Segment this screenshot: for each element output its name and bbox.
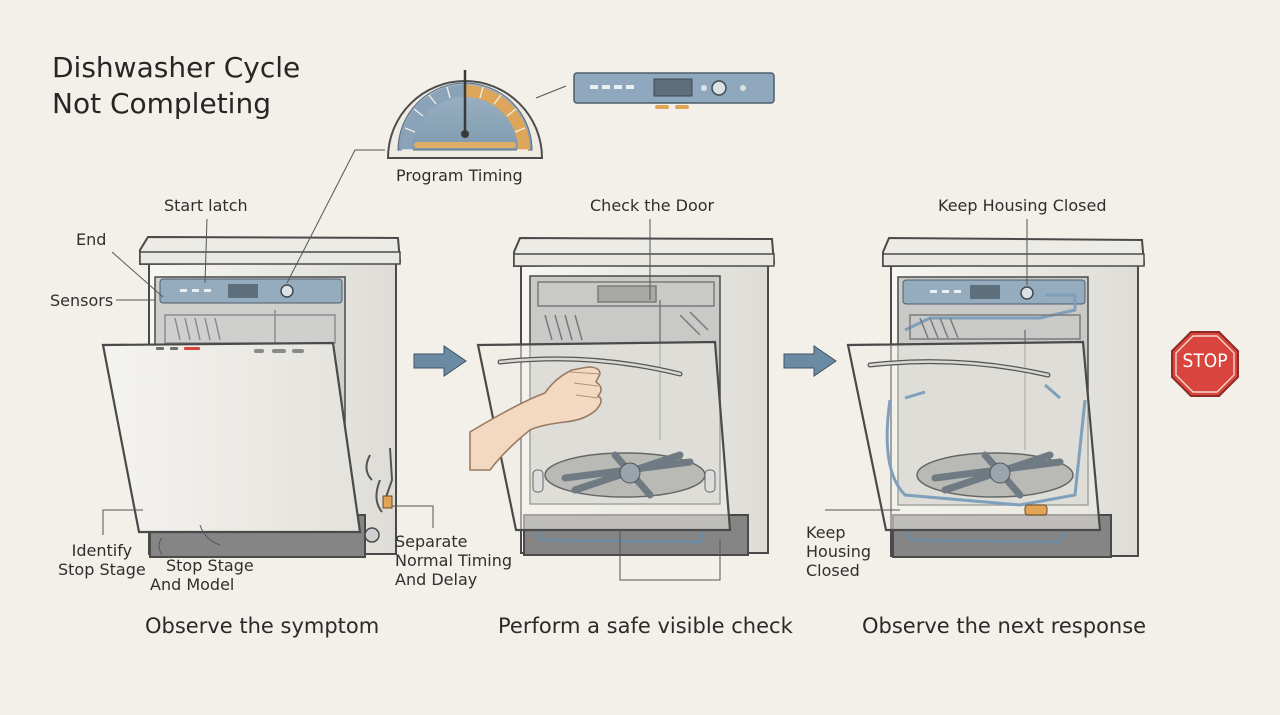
page-title: Dishwasher Cycle Not Completing [52,50,300,122]
stopstage-line-1: Stop Stage [166,556,254,575]
keep-line-1: Keep [806,523,846,542]
caption-step-3: Observe the next response [862,614,1147,638]
callout-identify-stop-stage: Identify Stop Stage [58,541,146,579]
callout-stop-stage-model: Stop Stage And Model [150,556,254,594]
callout-keep-housing-top: Keep Housing Closed [938,196,1107,215]
callout-separate-timing: Separate Normal Timing And Delay [395,532,512,590]
separate-line-3: And Delay [395,570,478,590]
keep-line-3: Closed [806,561,860,581]
arrow-right-2 [783,345,837,377]
stop-sign [1171,331,1239,397]
callout-lines-1 [102,149,434,556]
callout-start-latch: Start latch [164,196,248,215]
callout-lines-3 [825,219,1028,511]
callout-end: End [76,230,107,249]
stop-sign-text: STOP [1182,350,1228,372]
identify-line-2: Stop Stage [58,560,146,580]
keep-line-2: Housing [806,542,872,562]
dishwasher-2 [469,236,776,556]
dishwasher-1 [101,235,402,558]
callout-check-door: Check the Door [590,196,715,215]
arrow-right-1 [413,345,467,377]
dishwasher-3 [846,236,1146,558]
callout-sensors: Sensors [50,291,114,310]
caption-step-2: Perform a safe visible check [498,614,793,638]
separate-line-2: Normal Timing [395,551,513,571]
stopstage-line-2: And Model [150,575,235,595]
identify-line-1: Identify [71,541,133,560]
control-panel-strip [535,72,775,109]
title-line-2: Not Completing [52,86,271,120]
separate-line-1: Separate [395,532,468,551]
timing-gauge [386,70,544,159]
gauge-label: Program Timing [396,166,523,185]
title-line-1: Dishwasher Cycle [52,51,301,84]
callout-lines-2 [619,219,721,581]
callout-keep-housing-closed: Keep Housing Closed [806,523,871,581]
caption-step-1: Observe the symptom [145,614,380,638]
